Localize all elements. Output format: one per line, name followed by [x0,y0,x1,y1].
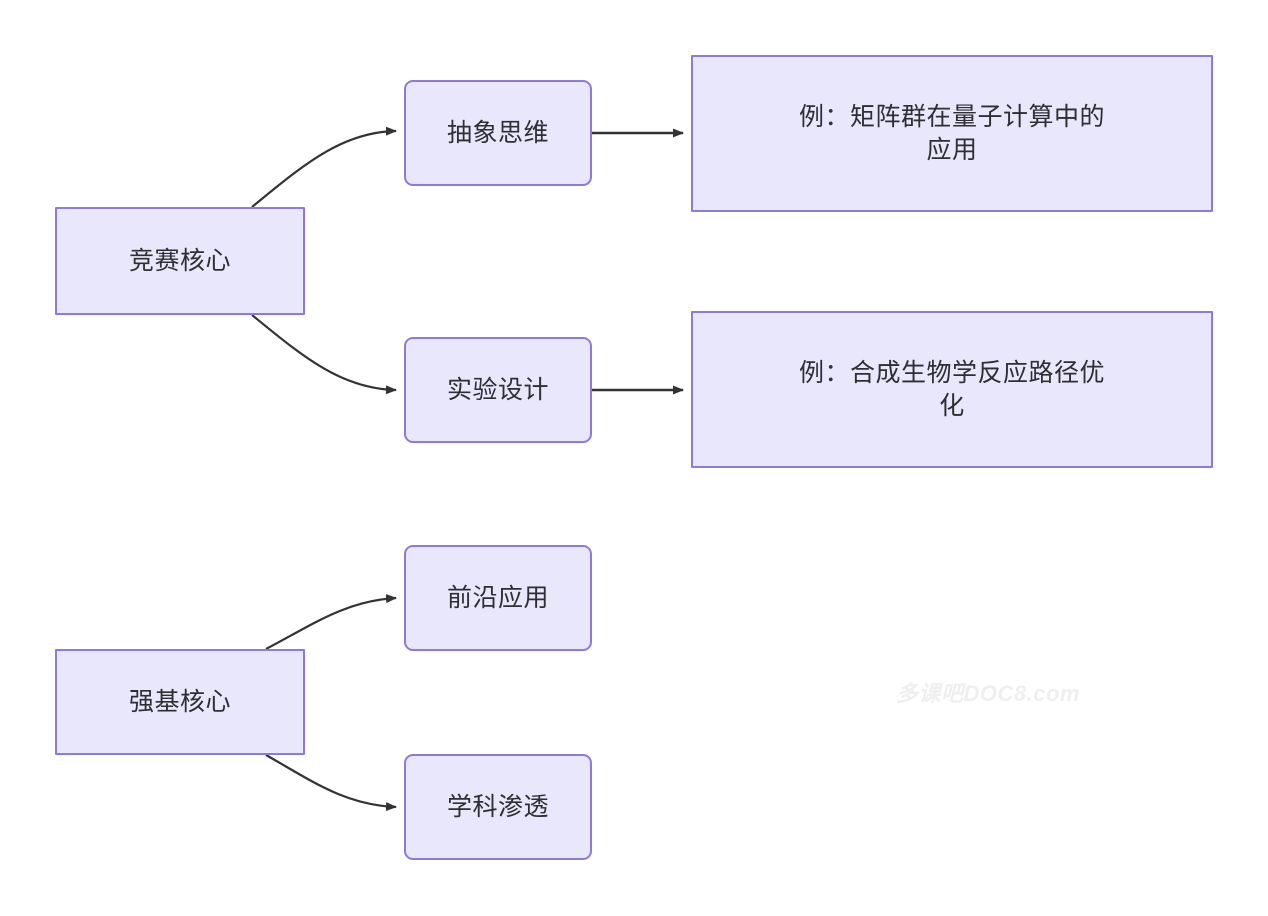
node-experiment-design-label: 实验设计 [446,375,549,404]
node-abstract-thinking[interactable]: 抽象思维 [404,80,592,186]
node-abstract-thinking-label: 抽象思维 [446,118,549,147]
node-interdisciplinary[interactable]: 学科渗透 [404,754,592,860]
node-example-synthetic-biology-label: 例：合成生物学反应路径优 化 [798,358,1105,420]
node-experiment-design[interactable]: 实验设计 [404,337,592,443]
node-competition-core[interactable]: 竞赛核心 [55,207,305,315]
node-qiangji-core[interactable]: 强基核心 [55,649,305,755]
node-example-matrix-group-label: 例：矩阵群在量子计算中的 应用 [798,102,1105,164]
edge-qiangji-to-frontier [265,594,397,650]
node-example-matrix-group[interactable]: 例：矩阵群在量子计算中的 应用 [691,55,1213,212]
node-frontier-application[interactable]: 前沿应用 [404,545,592,651]
edge-competition-to-abstract [251,126,397,208]
edge-competition-to-experiment [251,314,397,395]
node-competition-core-label: 竞赛核心 [128,246,231,275]
watermark: 多课吧DOC8.com [896,681,1080,706]
node-example-synthetic-biology[interactable]: 例：合成生物学反应路径优 化 [691,311,1213,468]
node-interdisciplinary-label: 学科渗透 [446,792,549,821]
node-frontier-application-label: 前沿应用 [446,583,549,612]
edge-qiangji-to-interdisciplinary [265,754,397,812]
node-qiangji-core-label: 强基核心 [128,687,231,716]
